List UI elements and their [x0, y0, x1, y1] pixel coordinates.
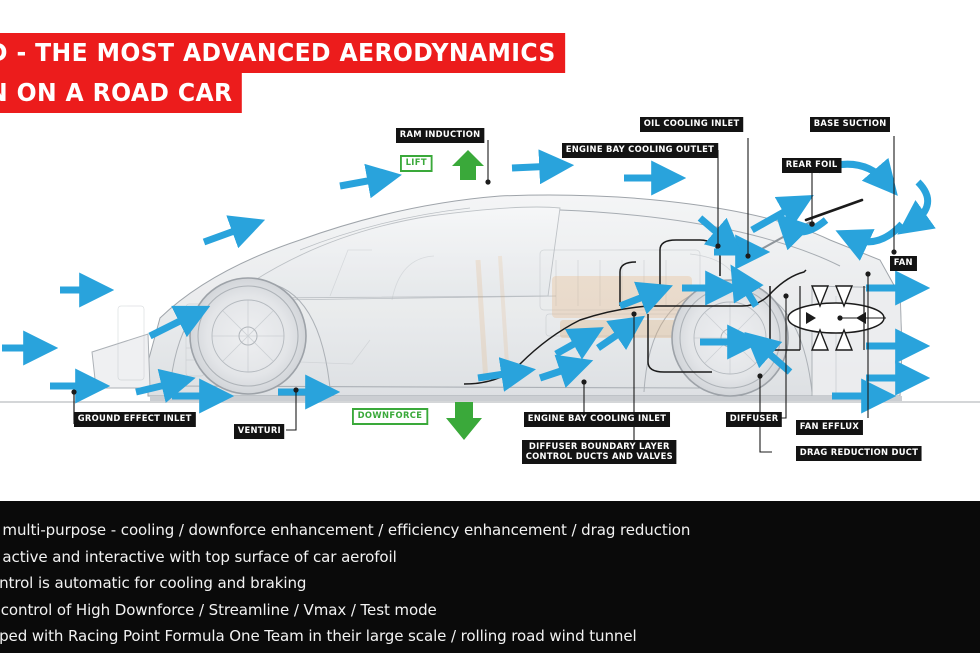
label-diffuser-boundary-line2: CONTROL DUCTS AND VALVES: [525, 452, 673, 462]
bullet-item: s active and interactive with top surfac…: [0, 547, 397, 566]
downforce-badge: DOWNFORCE: [352, 408, 428, 425]
car-silhouette: [0, 194, 980, 403]
title-line-1: D - THE MOST ADVANCED AERODYNAMICS: [0, 33, 566, 73]
label-diffuser-boundary-line1: DIFFUSER BOUNDARY LAYER: [528, 442, 670, 452]
label-diffuser: DIFFUSER: [726, 412, 783, 427]
label-engine-bay-cooling-outlet: ENGINE BAY COOLING OUTLET: [562, 143, 718, 158]
lift-badge: LIFT: [400, 155, 433, 172]
label-fan: FAN: [890, 256, 917, 271]
title-line-2: N ON A ROAD CAR: [0, 73, 242, 113]
bullet-item: s multi-purpose - cooling / downforce en…: [0, 521, 691, 539]
label-drag-reduction-duct: DRAG REDUCTION DUCT: [796, 446, 922, 461]
label-ground-effect-inlet: GROUND EFFECT INLET: [74, 412, 196, 427]
label-engine-bay-cooling-inlet: ENGINE BAY COOLING INLET: [524, 412, 671, 427]
base-suction-vortices: [775, 157, 936, 261]
car-aero-diagram: LIFT DOWNFORCE RAM INDUCTION OIL COOLING…: [0, 100, 980, 500]
label-oil-cooling-inlet: OIL COOLING INLET: [640, 117, 744, 132]
label-rear-foil: REAR FOIL: [782, 158, 842, 173]
label-venturi: VENTURI: [234, 424, 285, 439]
label-ram-induction: RAM INDUCTION: [396, 128, 485, 143]
label-fan-efflux: FAN EFFLUX: [796, 420, 863, 435]
title-banner: D - THE MOST ADVANCED AERODYNAMICS N ON …: [0, 33, 980, 113]
bullet-item: ontrol is automatic for cooling and brak…: [0, 574, 307, 592]
bullet-item: r control of High Downforce / Streamline…: [0, 600, 437, 619]
feature-bullet-list: s multi-purpose - cooling / downforce en…: [0, 517, 980, 650]
airflow-arrows: [2, 149, 931, 414]
feature-bullet-band: s multi-purpose - cooling / downforce en…: [0, 501, 980, 653]
label-base-suction: BASE SUCTION: [810, 117, 891, 132]
fan-assembly: [787, 285, 885, 351]
lift-arrow-icon: [452, 150, 484, 180]
downforce-arrow-icon: [446, 402, 482, 440]
front-wheel: [189, 277, 307, 395]
bullet-item: oped with Racing Point Formula One Team …: [0, 627, 637, 645]
label-diffuser-boundary-layer: DIFFUSER BOUNDARY LAYER CONTROL DUCTS AN…: [522, 440, 677, 464]
